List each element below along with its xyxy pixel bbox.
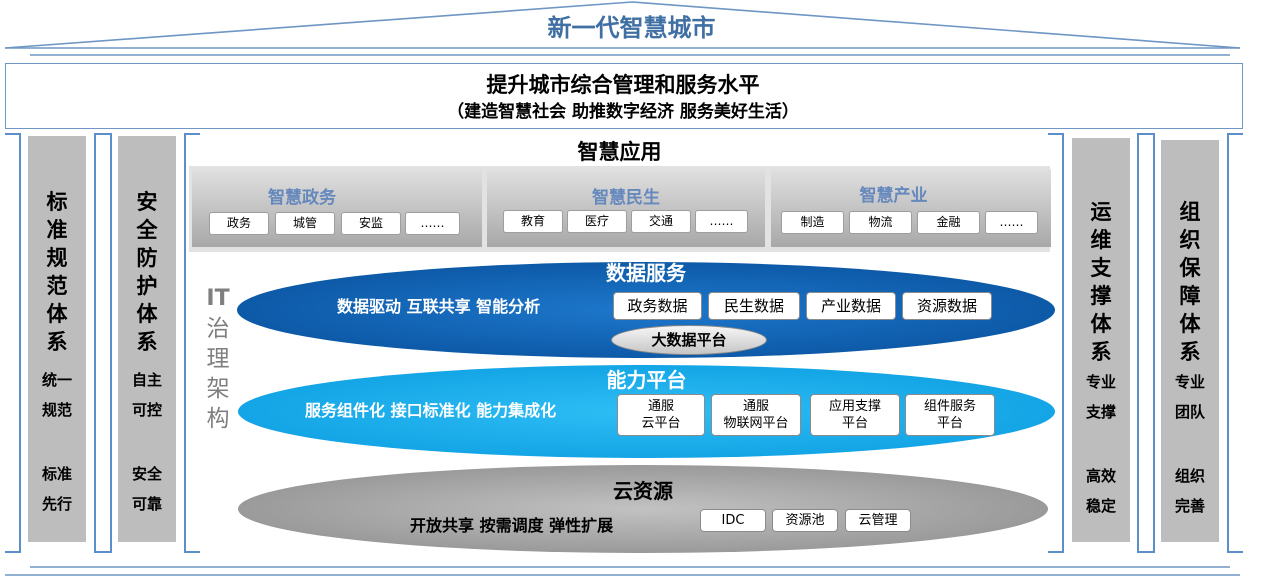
app-panel-industry	[771, 169, 1051, 247]
big-data-platform: 大数据平台	[611, 325, 767, 355]
bracket-right-outer	[1227, 133, 1243, 553]
bracket-it	[184, 133, 200, 553]
app-tag: 物流	[849, 211, 912, 234]
pillar-security-notes: 自主 可控 安全 可靠	[131, 371, 162, 513]
roof-title: 新一代智慧城市	[547, 14, 716, 42]
cloud-title: 云资源	[613, 479, 673, 503]
pillar-standards	[28, 136, 86, 542]
cloud-tag: IDC	[700, 509, 766, 532]
cloud-slogan: 开放共享 按需调度 弹性扩展	[410, 516, 614, 535]
cloud-tag: 资源池	[772, 509, 838, 532]
capability-tag: 组件服务平台	[905, 394, 995, 436]
pillar-organization-notes: 专业 团队 组织 完善	[1174, 373, 1205, 515]
app-tag: ……	[985, 211, 1038, 234]
banner-title: 提升城市综合管理和服务水平	[486, 73, 760, 97]
apps-title: 智慧应用	[577, 140, 662, 164]
app-tag: 交通	[631, 210, 691, 233]
app-panel-livelihood-title: 智慧民生	[592, 188, 660, 208]
data-service-title: 数据服务	[606, 261, 686, 285]
pillar-standards-title: 标准规范体系	[46, 190, 68, 354]
app-tag: 安监	[341, 212, 401, 235]
cloud-layer	[238, 465, 1048, 553]
capability-tag: 通服物联网平台	[711, 394, 801, 436]
banner-subtitle: （建造智慧社会 助推数字经济 服务美好生活）	[447, 102, 799, 122]
capability-title: 能力平台	[606, 368, 687, 392]
pillar-standards-notes: 统一 规范 标准 先行	[41, 371, 72, 513]
app-tag: 金融	[917, 211, 980, 234]
pillar-operations-title: 运维支撑体系	[1090, 200, 1112, 364]
capability-slogan: 服务组件化 接口标准化 能力集成化	[305, 401, 557, 420]
cloud-tag: 云管理	[845, 509, 911, 532]
pillar-security-title: 安全防护体系	[136, 190, 158, 354]
app-tag: 城管	[275, 212, 335, 235]
data-tag: 政务数据	[613, 292, 702, 320]
app-panel-government	[192, 169, 482, 247]
bracket-right-main	[1048, 133, 1064, 553]
app-panel-industry-title: 智慧产业	[859, 186, 928, 206]
data-tag: 民生数据	[708, 292, 800, 320]
it-governance-label: IT 治 理 架 构	[206, 286, 230, 432]
pillar-security	[118, 136, 176, 542]
app-tag: 教育	[503, 210, 563, 233]
data-tag: 产业数据	[806, 292, 896, 320]
bracket-left-outer	[5, 133, 21, 553]
data-service-slogan: 数据驱动 互联共享 智能分析	[337, 297, 541, 316]
pillar-operations	[1072, 138, 1130, 542]
capability-tag: 通服云平台	[617, 394, 705, 436]
pillar-operations-notes: 专业 支撑 高效 稳定	[1085, 373, 1116, 515]
app-tag: ……	[405, 212, 460, 235]
app-tag: ……	[695, 210, 748, 233]
app-panel-government-title: 智慧政务	[268, 188, 336, 208]
app-tag: 制造	[781, 211, 844, 234]
app-tag: 政务	[209, 212, 269, 235]
pillar-organization	[1161, 140, 1219, 542]
data-tag: 资源数据	[902, 292, 992, 320]
bracket-left-inner	[94, 133, 112, 553]
capability-tag: 应用支撑平台	[810, 394, 900, 436]
goal-banner	[5, 63, 1243, 129]
app-panel-livelihood	[487, 169, 765, 247]
app-tag: 医疗	[567, 210, 627, 233]
bracket-right-inner	[1137, 133, 1155, 553]
pillar-organization-title: 组织保障体系	[1179, 200, 1201, 364]
